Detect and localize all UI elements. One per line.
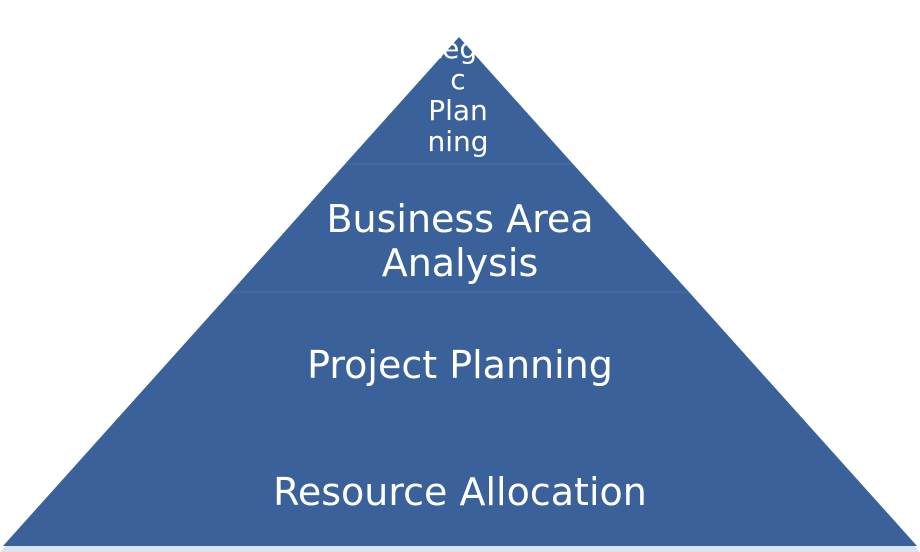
pyramid-level-4 [3, 292, 917, 546]
level-label-resource-allocation: Resource Allocation [273, 470, 647, 514]
level-label-line: Business Area [326, 197, 594, 241]
level-label-line: Analysis [381, 241, 539, 285]
level-label-line: tegi [431, 32, 485, 65]
level-label-line: Stra [429, 1, 487, 34]
level-label-business-area-analysis: Business Area Analysis [240, 197, 680, 285]
level-label-line: c [450, 63, 466, 96]
level-label-line: ning [427, 125, 489, 158]
pyramid-level-1 [345, 37, 573, 164]
pyramid-level-2 [231, 164, 689, 292]
level-label-strategic-planning: Stra tegi c Plan ning [418, 2, 498, 157]
level-label-project-planning: Project Planning [307, 343, 613, 387]
level-label-line: Plan [428, 94, 488, 127]
